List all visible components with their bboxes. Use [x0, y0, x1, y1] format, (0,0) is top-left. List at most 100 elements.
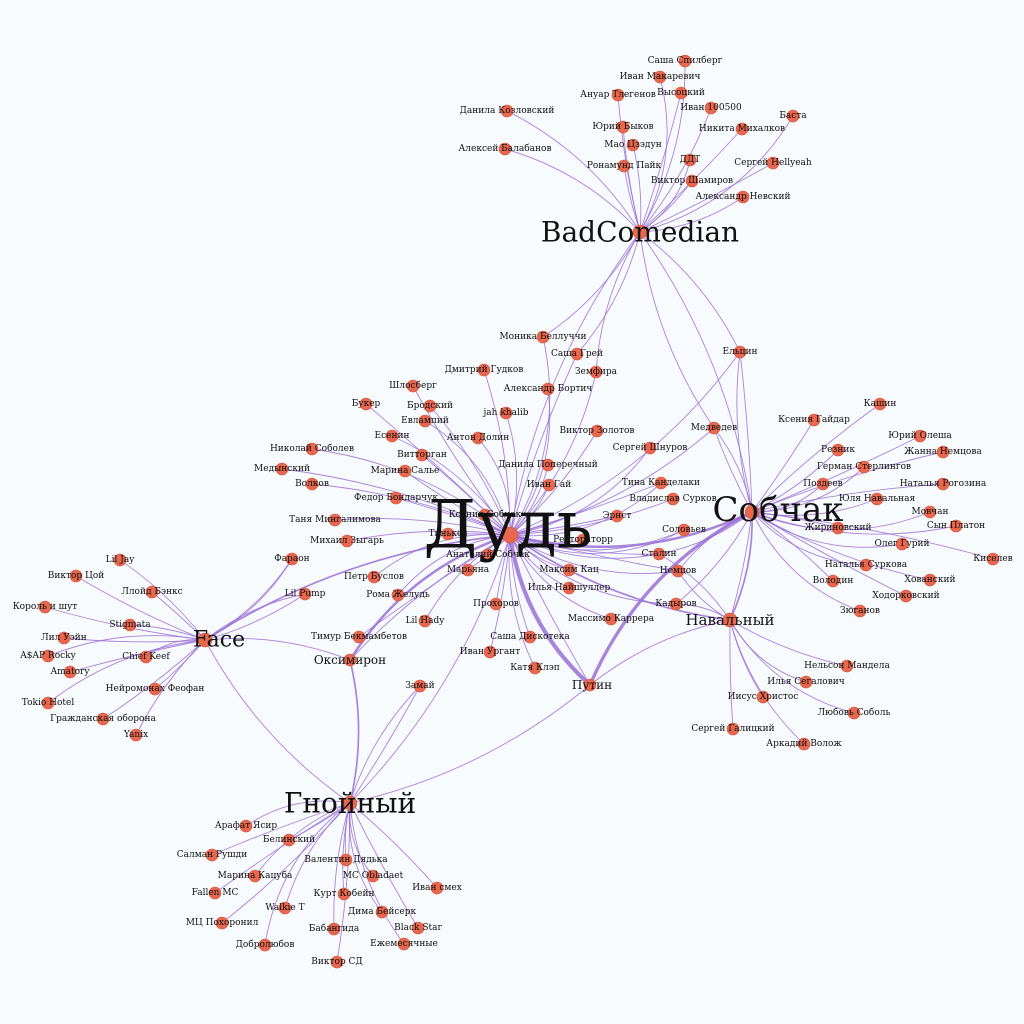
node-label-face: Face	[193, 628, 245, 653]
node-label-прохоров: Прохоров	[473, 599, 519, 609]
node-герман-стерлингов	[857, 460, 871, 474]
node-label-путин: Путин	[572, 678, 612, 692]
node-добролюбов	[258, 938, 272, 952]
node-король-и-шут	[38, 600, 52, 614]
edge-link-дудь-badcomedian	[509, 231, 641, 536]
node-label-иисус-христос: Иисус Христос	[728, 692, 799, 702]
edge-дудь-путин	[509, 534, 591, 686]
node-ануар-тлегенов	[611, 88, 625, 102]
node-рестораторр	[576, 533, 590, 547]
node-кадыров	[669, 597, 683, 611]
edge-link-badcomedian-ельцин	[639, 231, 741, 353]
node-илья-найшуллер	[562, 581, 576, 595]
edge-link-badcomedian-земфира	[595, 231, 641, 373]
edge-дудь-витторган	[421, 454, 511, 536]
node-yanix	[129, 728, 143, 742]
node-mc-obladaet	[366, 869, 380, 883]
node-прохоров	[489, 597, 503, 611]
node-label-badcomedian: BadComedian	[541, 216, 739, 249]
node-гнойный	[342, 795, 358, 811]
node-label-наталья-рогозина: Наталья Рогозина	[900, 479, 987, 489]
node-максим-кац	[562, 563, 576, 577]
node-label-lil-hady: Lil Hady	[406, 616, 446, 626]
edge-face-лил-уэйн	[63, 637, 206, 643]
node-медведев	[707, 421, 721, 435]
node-саша-дискотека	[523, 630, 537, 644]
edge-link-собчак-медведев	[713, 427, 753, 513]
edge-дудь-моника-беллуччи	[509, 336, 551, 536]
node-walkie-t	[278, 901, 292, 915]
node-label-ельцин: Ельцин	[723, 347, 758, 357]
edge-badcomedian-баста	[639, 115, 794, 233]
edge-link-badcomedian-медведев	[639, 231, 715, 429]
edge-дудь-антон-долин	[477, 437, 511, 536]
node-stigmata	[123, 618, 137, 632]
edge-badcomedian-мао-цзэдун	[632, 144, 642, 233]
node-наталья-рогозина	[936, 477, 950, 491]
edge-дудь-оксимирон	[349, 534, 511, 661]
node-илья-сегалович	[799, 675, 813, 689]
node-эрнст	[610, 509, 624, 523]
node-label-бабангида: Бабангида	[309, 923, 360, 934]
node-марина-салье	[398, 464, 412, 478]
node-label-алексей-балабанов: Алексей Балабанов	[458, 143, 551, 154]
node-владислав-сурков	[666, 492, 680, 506]
node-label-шлосберг: Шлосберг	[389, 380, 437, 391]
node-label-саша-дискотека: Саша Дискотека	[490, 632, 570, 642]
edge-дудь-волков	[311, 483, 511, 536]
node-кашин	[873, 397, 887, 411]
edge-sob-кадыров	[675, 511, 753, 605]
edge-собчак-кашин	[751, 403, 881, 513]
edge-face-tokio-hotel	[47, 639, 206, 704]
node-label-ануар-тлегенов: Ануар Тлегенов	[580, 90, 656, 100]
node-label-виктор-шамиров: Виктор Шамиров	[651, 176, 733, 186]
node-label-никита-михалков: Никита Михалков	[699, 124, 785, 134]
node-ельцин	[733, 345, 747, 359]
edge-dud-тина-канделаки	[509, 482, 662, 537]
node-шлосберг	[406, 379, 420, 393]
node-layer	[38, 54, 1000, 969]
node-гражданская-оборона	[96, 712, 110, 726]
node-аркадий-волож	[797, 737, 811, 751]
node-label-александр-невский: Александр Невский	[696, 192, 791, 202]
edge-link-гнойный-замай	[349, 685, 421, 804]
node-label-тина-канделаки: Тина Канделаки	[622, 478, 700, 488]
node-рома-желудь	[391, 588, 405, 602]
edge-dud-соловьев	[509, 529, 685, 554]
node-ддт	[683, 153, 697, 167]
node-володин	[826, 574, 840, 588]
node-label-сергей-шнуров: Сергей Шнуров	[613, 443, 688, 453]
edge-face-виктор-цой	[75, 575, 206, 641]
node-badcomedian	[632, 224, 648, 240]
edge-badcomedian-алексей-балабанов	[504, 148, 641, 233]
node-label-ронамунд-пайк: Ронамунд Пайк	[587, 161, 662, 171]
node-ксения-гайдар	[807, 413, 821, 427]
node-сын-платон	[949, 519, 963, 533]
node-label-юрий-олеша: Юрий Олеша	[888, 431, 952, 441]
node-label-yanix: Yanix	[123, 730, 148, 740]
edge-dud-медведев	[509, 427, 715, 536]
node-label-ходорковский: Ходорковский	[872, 591, 939, 601]
node-label-жириновский: Жириновский	[804, 523, 871, 533]
node-label-сын-платон: Сын Платон	[927, 521, 985, 531]
node-оксимирон	[343, 653, 357, 667]
node-chief-keef	[139, 650, 153, 664]
node-евлампий	[418, 414, 432, 428]
node-немцов	[671, 564, 685, 578]
node-поздеев	[816, 477, 830, 491]
node-label-walkie-t: Walkie T	[265, 903, 304, 913]
node-label-есенин: Есенин	[375, 431, 410, 441]
node-сталин	[652, 547, 666, 561]
node-label-илья-сегалович: Илья Сегалович	[767, 677, 844, 687]
node-label-виктор-цой: Виктор Цой	[48, 571, 105, 581]
edge-собчак-ксения-гайдар	[751, 419, 815, 513]
node-label-мц-похоронил: МЦ Похоронил	[186, 918, 259, 928]
node-label-собчак: Собчак	[713, 490, 844, 530]
node-виктор-сд	[330, 955, 344, 969]
node-label-немцов: Немцов	[660, 566, 696, 576]
edge-face-a-ap-rocky	[47, 635, 206, 657]
node-label-олег-гурий: Олег Гурий	[874, 539, 929, 549]
node-label-волков: Волков	[295, 479, 329, 489]
edge-собчак-володин	[751, 511, 834, 582]
